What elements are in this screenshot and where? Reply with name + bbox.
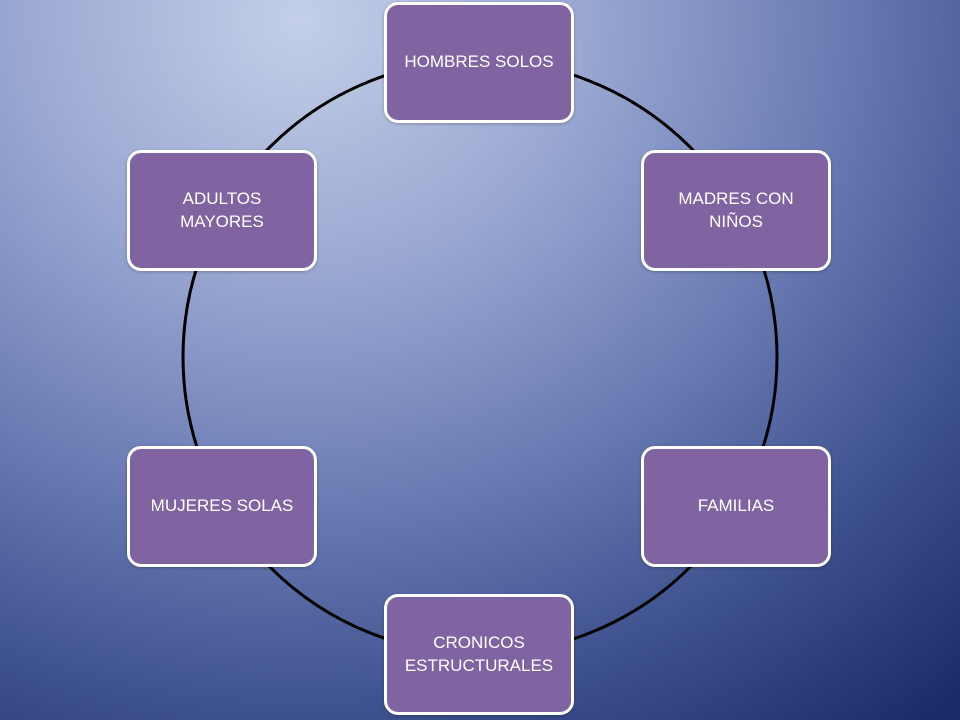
node-label: HOMBRES SOLOS (404, 52, 554, 72)
node-label: CRONICOS ESTRUCTURALES (404, 632, 554, 675)
node-hombres-solos: HOMBRES SOLOS (384, 2, 574, 123)
node-label: MADRES CON NIÑOS (678, 188, 794, 231)
node-label: MUJERES SOLAS (150, 496, 294, 516)
node-label: FAMILIAS (697, 496, 775, 516)
node-mujeres-solas: MUJERES SOLAS (127, 446, 317, 567)
node-adultos-mayores: ADULTOS MAYORES (127, 150, 317, 271)
node-familias: FAMILIAS (641, 446, 831, 567)
node-cronicos-estructurales: CRONICOS ESTRUCTURALES (384, 594, 574, 715)
node-label: ADULTOS MAYORES (180, 188, 264, 231)
node-madres-con-ninos: MADRES CON NIÑOS (641, 150, 831, 271)
